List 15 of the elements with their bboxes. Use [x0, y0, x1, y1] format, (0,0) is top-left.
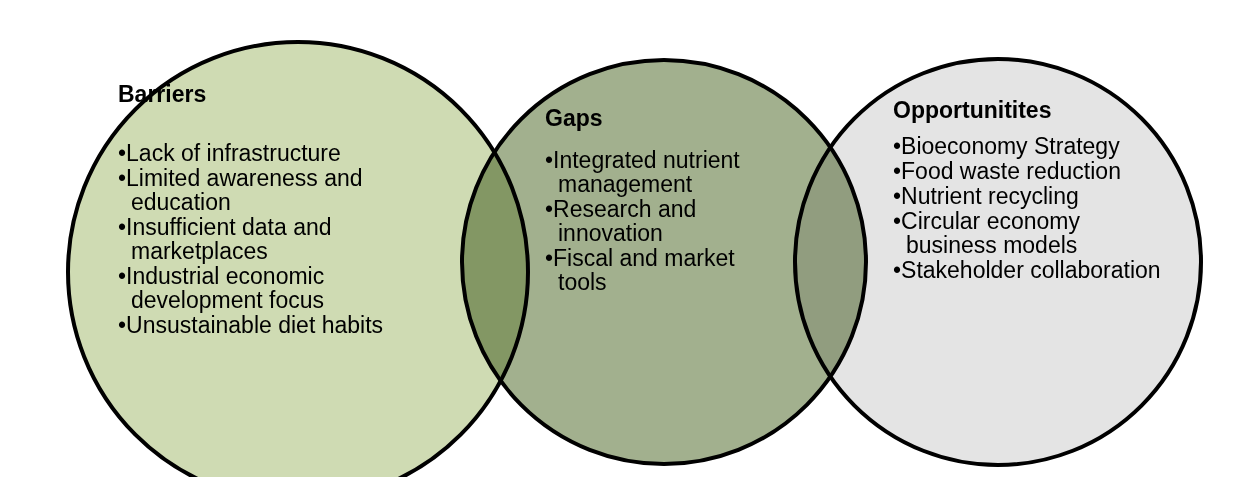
bullet-point: •Stakeholder collaboration [893, 258, 1162, 282]
bullet-point: •Integrated nutrient management [545, 148, 741, 196]
bullet-point: •Bioeconomy Strategy [893, 134, 1121, 158]
bullet-point: •Food waste reduction [893, 159, 1122, 183]
circle-heading: Gaps [545, 106, 603, 130]
bullet-point: •Circular economy business models [893, 209, 1081, 257]
bullet-point: •Industrial economic development focus [118, 264, 326, 312]
bullet-point: •Unsustainable diet habits [118, 313, 385, 337]
bullet-point: •Nutrient recycling [893, 184, 1080, 208]
bullet-point: •Limited awareness and education [118, 166, 364, 214]
bullet-point: •Fiscal and market tools [545, 246, 736, 294]
bullet-point: •Research and innovation [545, 197, 698, 245]
bullet-point: •Insufficient data and marketplaces [118, 215, 333, 263]
bullet-point: •Lack of infrastructure [118, 141, 342, 165]
circle-heading: Opportunitites [893, 98, 1052, 122]
